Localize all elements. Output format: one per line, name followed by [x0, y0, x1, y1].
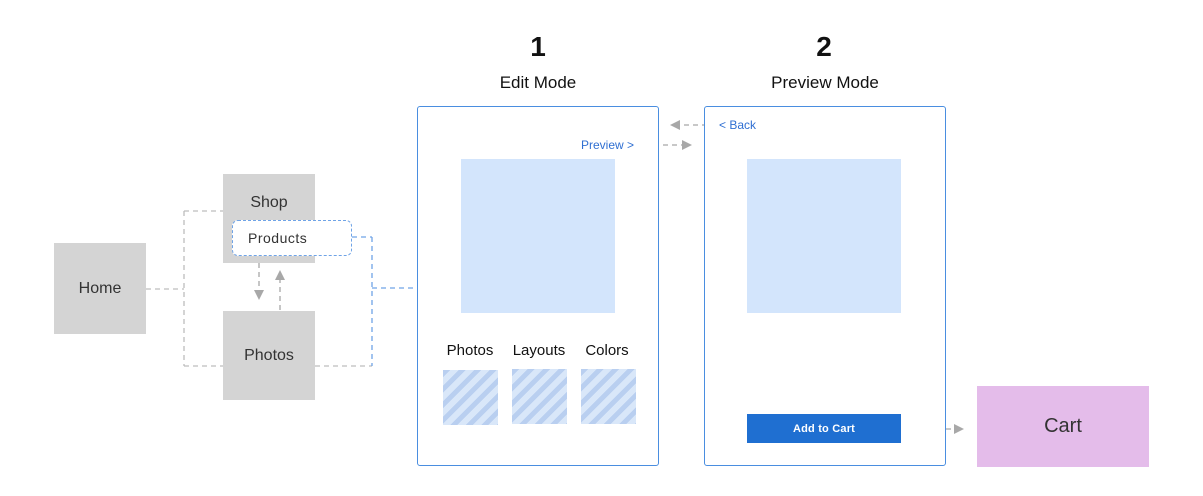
edit-image-placeholder	[461, 159, 615, 313]
photos-tool-tile[interactable]	[443, 370, 498, 425]
add-to-cart-button[interactable]: Add to Cart	[747, 414, 901, 443]
back-link[interactable]: < Back	[719, 118, 757, 132]
cart-block: Cart	[977, 386, 1149, 467]
preview-image-placeholder	[747, 159, 901, 313]
edit-mode-title: Edit Mode	[499, 73, 577, 92]
tool-label-layouts: Layouts	[512, 342, 566, 359]
preview-mode-title: Preview Mode	[771, 73, 879, 92]
step-number-2: 2	[816, 31, 832, 62]
products-label: Products	[248, 230, 308, 246]
home-block: Home	[54, 243, 146, 334]
step-number-1: 1	[530, 31, 546, 62]
layouts-tool-tile[interactable]	[512, 369, 567, 424]
shop-label: Shop	[250, 194, 288, 211]
preview-link[interactable]: Preview >	[581, 138, 635, 152]
tool-label-colors: Colors	[585, 342, 629, 359]
tool-label-photos: Photos	[446, 342, 494, 359]
colors-tool-tile[interactable]	[581, 369, 636, 424]
photos-block: Photos	[223, 311, 315, 400]
photos-label: Photos	[244, 346, 294, 364]
products-node: Products	[232, 220, 352, 256]
cart-label: Cart	[1044, 415, 1082, 437]
home-label: Home	[78, 279, 122, 297]
